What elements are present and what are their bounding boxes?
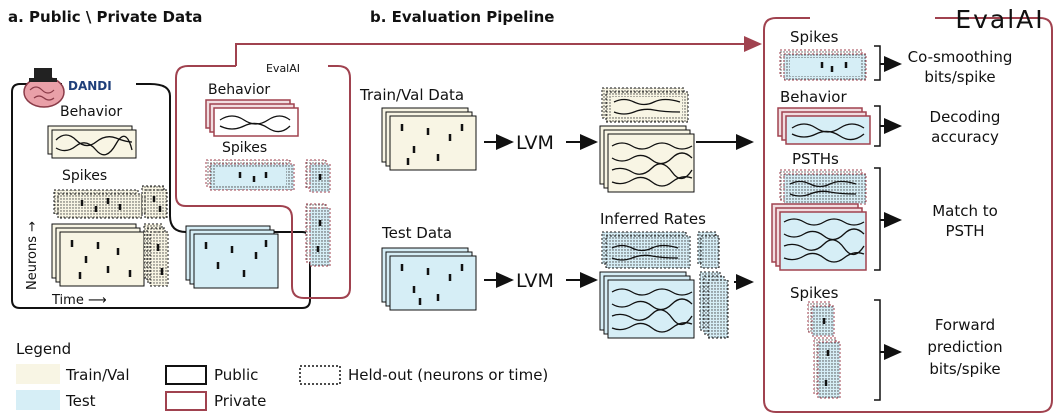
bracket-2 xyxy=(874,105,881,147)
public-trainval-spike-trials xyxy=(51,223,145,287)
legend-title: Legend xyxy=(16,340,71,358)
private-spikes-label: Spikes xyxy=(222,140,267,156)
private-to-evalai-arrow xyxy=(235,36,762,66)
legend-swatch-train-val xyxy=(16,364,60,384)
train-val-data-label: Train/Val Data xyxy=(359,86,464,104)
train-val-rates-stack xyxy=(599,87,695,193)
metric-4-line-1: Forward xyxy=(935,316,995,334)
public-spikes-label: Spikes xyxy=(62,168,107,184)
evalai-psths-stack xyxy=(771,169,867,271)
bracket-3 xyxy=(874,167,881,271)
public-heldout-neurons-trials xyxy=(143,223,169,287)
private-behavior-stack xyxy=(205,99,299,137)
evalai-spikes-top-stack xyxy=(779,49,867,81)
evalai-spikes-bottom-stack xyxy=(807,301,841,399)
metric-3-line-2: PSTH xyxy=(945,222,984,240)
bracket-1 xyxy=(874,45,881,81)
evalai-spikes-top-label: Spikes xyxy=(790,28,839,46)
dandi-label: DANDI xyxy=(68,79,112,93)
public-data-outline xyxy=(11,83,311,309)
test-data-stack xyxy=(381,247,477,311)
private-spikes-stack xyxy=(205,159,295,191)
public-behavior-stack xyxy=(47,125,137,159)
dandi-brain-icon xyxy=(23,68,65,108)
inferred-rates-label: Inferred Rates xyxy=(600,210,706,228)
evalai-small-label: EvalAI xyxy=(266,62,300,75)
legend-train-val-label: Train/Val xyxy=(65,366,130,384)
metric-1-line-2: bits/spike xyxy=(924,68,995,86)
metric-4-line-3: bits/spike xyxy=(929,360,1000,378)
legend-test-label: Test xyxy=(65,392,96,410)
evalai-spikes-bottom-label: Spikes xyxy=(790,284,839,302)
metric-2-line-1: Decoding xyxy=(930,108,1001,126)
panel-a-title: a. Public \ Private Data xyxy=(8,8,202,26)
private-behavior-label: Behavior xyxy=(208,82,270,98)
train-val-data-stack xyxy=(381,107,477,171)
inferred-rates-stack xyxy=(599,231,729,339)
legend-swatch-test xyxy=(16,390,60,410)
bracket-4 xyxy=(874,299,881,401)
private-heldout-neurons-top xyxy=(305,159,331,193)
evalai-panel-border xyxy=(763,17,1053,413)
public-heldin-spikes-small xyxy=(53,189,143,219)
public-test-spike-trials xyxy=(185,225,279,289)
test-data-label: Test Data xyxy=(381,224,452,242)
private-heldout-neurons-bottom xyxy=(305,203,331,267)
evalai-behavior-label: Behavior xyxy=(780,88,847,106)
metric-2-line-2: accuracy xyxy=(931,128,999,146)
legend-held-out-label: Held-out (neurons or time) xyxy=(348,366,548,384)
evalai-psths-label: PSTHs xyxy=(792,150,839,168)
private-data-outline xyxy=(175,65,351,299)
lvm-bottom-label: LVM xyxy=(516,270,554,292)
metric-3-line-1: Match to xyxy=(932,202,998,220)
legend-private-label: Private xyxy=(214,392,266,410)
neurons-axis-label: Neurons → xyxy=(25,221,40,290)
legend-swatch-private xyxy=(165,391,207,411)
public-behavior-label: Behavior xyxy=(60,104,122,120)
time-axis-label: Time ⟶ xyxy=(51,293,107,308)
evalai-logo: EvalAI xyxy=(955,5,1044,34)
public-heldout-neurons-small xyxy=(141,185,168,219)
legend-public-label: Public xyxy=(214,366,258,384)
metric-4-line-2: prediction xyxy=(927,338,1002,356)
legend-swatch-public xyxy=(165,365,207,385)
metric-1-line-1: Co-smoothing xyxy=(908,48,1013,66)
evalai-behavior-stack xyxy=(777,107,871,145)
legend-swatch-held-out xyxy=(299,365,341,385)
panel-b-title: b. Evaluation Pipeline xyxy=(370,8,554,26)
lvm-top-label: LVM xyxy=(516,132,554,154)
